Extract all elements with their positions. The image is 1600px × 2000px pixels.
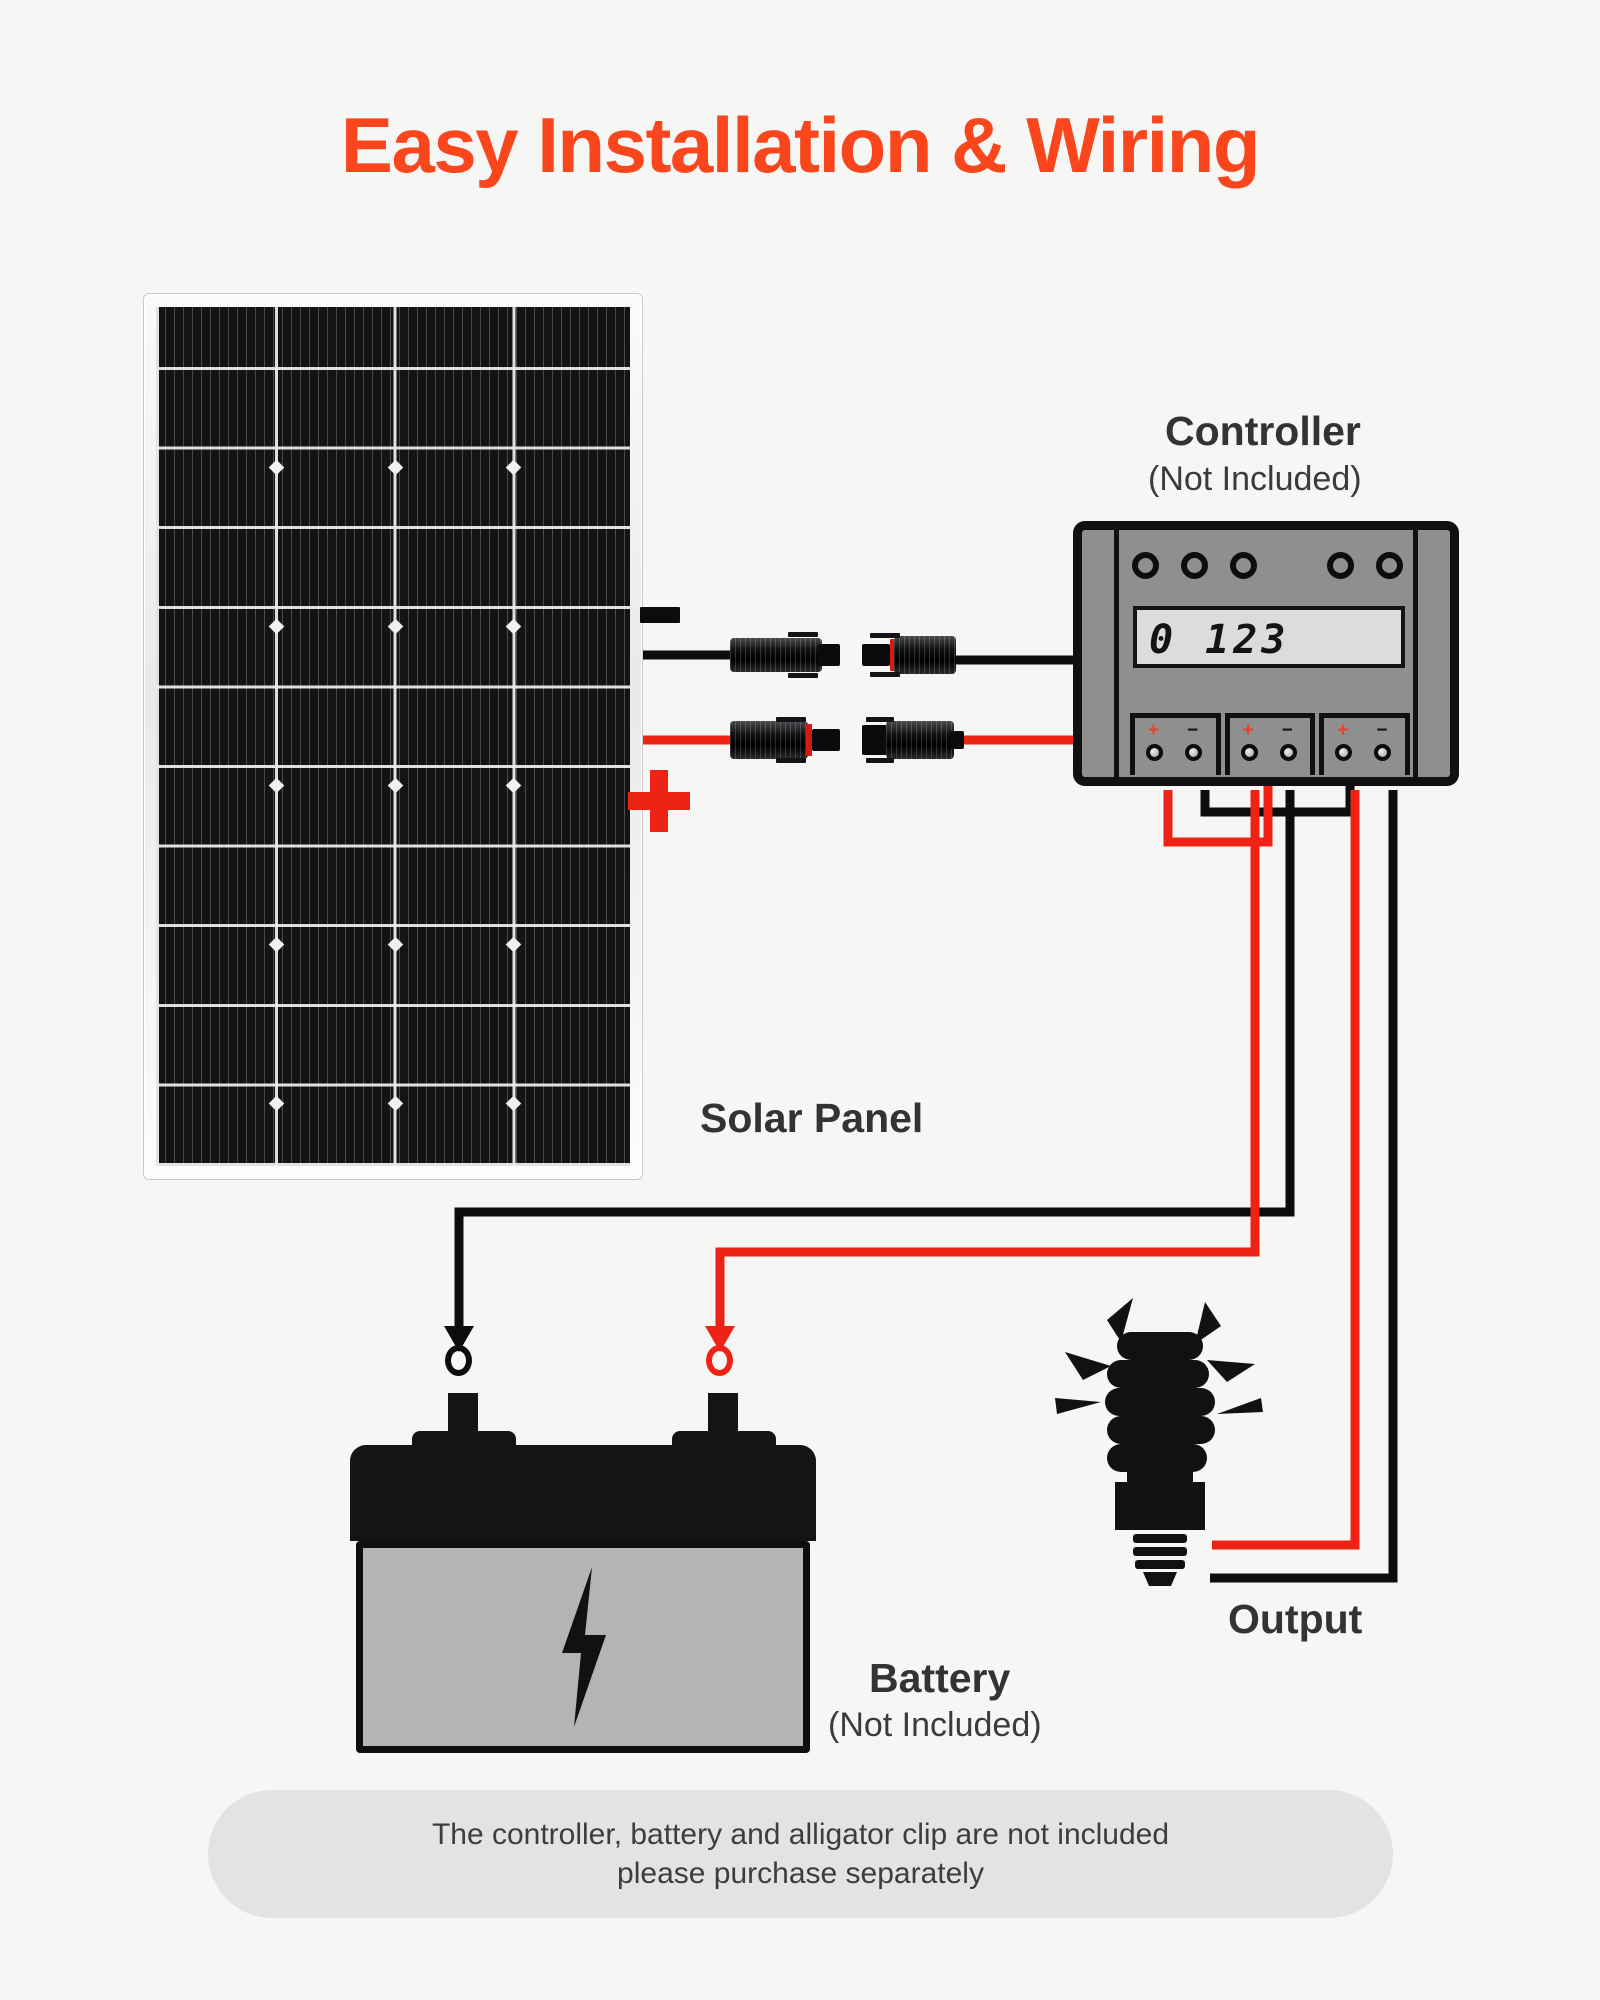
terminal-screw-negative[interactable] [1279, 744, 1297, 761]
mc4-latch-clip [870, 633, 900, 638]
terminal-pair-solar-input[interactable]: + − [1130, 713, 1221, 775]
led-indicator [1132, 552, 1159, 579]
terminal-screw-positive[interactable] [1335, 744, 1353, 761]
controller-indicator-leds [1132, 552, 1422, 582]
terminal-screw-negative[interactable] [1374, 744, 1392, 761]
solar-panel-graphic [143, 293, 643, 1180]
lightning-bolt-icon [562, 1567, 606, 1727]
mc4-grip-ridges [730, 721, 808, 759]
terminal-negative-symbol: − [1281, 720, 1293, 741]
led-indicator [1181, 552, 1208, 579]
mc4-female-connector-positive [862, 715, 987, 765]
ring-terminal-negative [445, 1345, 475, 1379]
battery-sublabel: (Not Included) [828, 1706, 1042, 1744]
mc4-male-connector-positive [730, 715, 855, 765]
controller-terminal-block: + − + − + − [1130, 713, 1411, 775]
lcd-value: 0 123 [1149, 617, 1290, 663]
terminal-screw-negative[interactable] [1185, 744, 1202, 761]
controller-label: Controller [1165, 408, 1361, 454]
mc4-seal-band [806, 724, 812, 756]
mc4-grip-ridges [886, 721, 954, 759]
mc4-tip [818, 644, 840, 666]
mc4-barrel [730, 721, 808, 759]
terminal-screw-positive[interactable] [1240, 744, 1258, 761]
ring-terminal-positive [706, 1345, 736, 1379]
output-label: Output [1228, 1596, 1363, 1642]
controller-right-seam [1413, 530, 1418, 777]
solar-panel-cells [156, 307, 630, 1166]
mc4-latch-clip [866, 758, 894, 763]
terminal-pair-battery[interactable]: + − [1224, 713, 1316, 775]
mc4-latch-clip [788, 632, 818, 637]
mc4-barrel [894, 636, 956, 674]
disclaimer-note: The controller, battery and alligator cl… [208, 1790, 1393, 1918]
mc4-latch-clip [776, 758, 806, 763]
battery-top-cap [350, 1445, 816, 1541]
terminal-pair-load-output[interactable]: + − [1319, 713, 1411, 775]
battery-case [356, 1541, 810, 1753]
controller-sublabel: (Not Included) [1148, 460, 1362, 498]
mc4-socket [862, 725, 888, 755]
disclaimer-line-2: please purchase separately [617, 1857, 984, 1890]
terminal-negative-symbol: − [1187, 720, 1199, 741]
mc4-grip-ridges [894, 636, 956, 674]
negative-polarity-symbol [640, 607, 680, 623]
terminal-positive-symbol: + [1148, 720, 1160, 741]
ring-terminal-loop [706, 1345, 733, 1376]
mc4-latch-clip [788, 673, 818, 678]
battery-label: Battery [869, 1655, 1011, 1701]
terminal-positive-symbol: + [1242, 720, 1254, 741]
battery-graphic [350, 1393, 816, 1755]
terminal-negative-symbol: − [1376, 720, 1388, 741]
light-bulb-icon [1055, 1298, 1263, 1586]
mc4-tip [950, 731, 964, 749]
mc4-barrel [886, 721, 954, 759]
terminal-screw-positive[interactable] [1146, 744, 1163, 761]
mc4-barrel [730, 638, 822, 672]
cell-column-separators [156, 307, 630, 1166]
charge-controller[interactable]: 0 123 + − + − + − [1073, 521, 1459, 786]
controller-lcd-display: 0 123 [1133, 606, 1405, 668]
led-indicator [1376, 552, 1403, 579]
mc4-grip-ridges [730, 638, 822, 672]
mc4-male-connector-negative [730, 630, 855, 680]
mc4-latch-clip [776, 717, 806, 722]
led-indicator [1230, 552, 1257, 579]
mc4-seal-band [890, 639, 896, 671]
led-indicator [1327, 552, 1354, 579]
disclaimer-line-1: The controller, battery and alligator cl… [431, 1818, 1170, 1851]
page-title: Easy Installation & Wiring [340, 101, 1261, 189]
positive-polarity-symbol [628, 770, 690, 832]
plus-vertical-bar [650, 770, 668, 832]
mc4-latch-clip [866, 717, 894, 722]
solar-panel-label: Solar Panel [700, 1095, 924, 1141]
controller-left-seam [1114, 530, 1119, 777]
controller-faceplate: 0 123 + − + − + − [1082, 530, 1450, 777]
mc4-latch-clip [870, 672, 900, 677]
ring-terminal-loop [445, 1345, 472, 1376]
mc4-female-connector-negative [862, 630, 987, 680]
mc4-socket [862, 644, 890, 666]
terminal-positive-symbol: + [1337, 720, 1349, 741]
mc4-tip [812, 729, 840, 751]
